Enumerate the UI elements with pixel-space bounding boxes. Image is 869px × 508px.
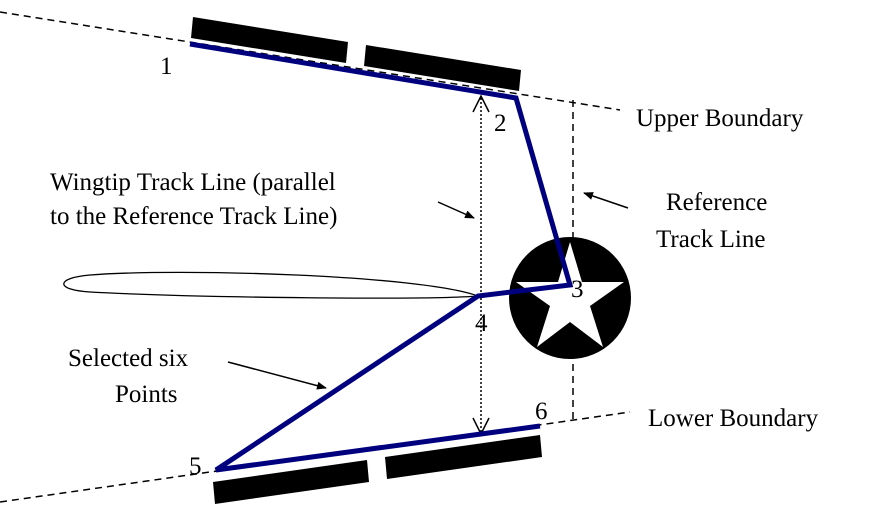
point-label-4: 4 — [475, 310, 488, 337]
upper-boundary-label: Upper Boundary — [636, 105, 804, 132]
selected-label-line1: Selected six — [68, 345, 189, 372]
star-in-circle-icon — [509, 237, 631, 359]
wing-shape — [63, 271, 479, 299]
lower-bar-right — [385, 435, 542, 479]
point-label-2: 2 — [494, 110, 507, 137]
selected-label-line2: Points — [115, 381, 178, 408]
point-label-3: 3 — [571, 276, 584, 303]
upper-boundary-line — [0, 11, 621, 111]
upper-bar-right — [364, 45, 521, 91]
reference-label-line2: Track Line — [656, 226, 765, 253]
lower-boundary-label: Lower Boundary — [648, 405, 819, 432]
point-label-1: 1 — [160, 53, 173, 80]
wingtip-label-line1: Wingtip Track Line (parallel — [50, 169, 336, 196]
wingtip-label-line2: to the Reference Track Line) — [50, 203, 337, 230]
point-label-6: 6 — [535, 398, 548, 425]
reference-label-arrow — [583, 192, 629, 209]
wingtip-label-arrow — [437, 201, 475, 219]
reference-label-line1: Reference — [666, 189, 767, 216]
point-label-5: 5 — [189, 453, 202, 480]
selected-points-track — [189, 41, 574, 473]
upper-bar-left — [191, 17, 348, 63]
wingtip-arrow-top — [472, 94, 490, 113]
selected-label-arrow — [227, 361, 327, 390]
lower-bar-left — [213, 460, 369, 504]
